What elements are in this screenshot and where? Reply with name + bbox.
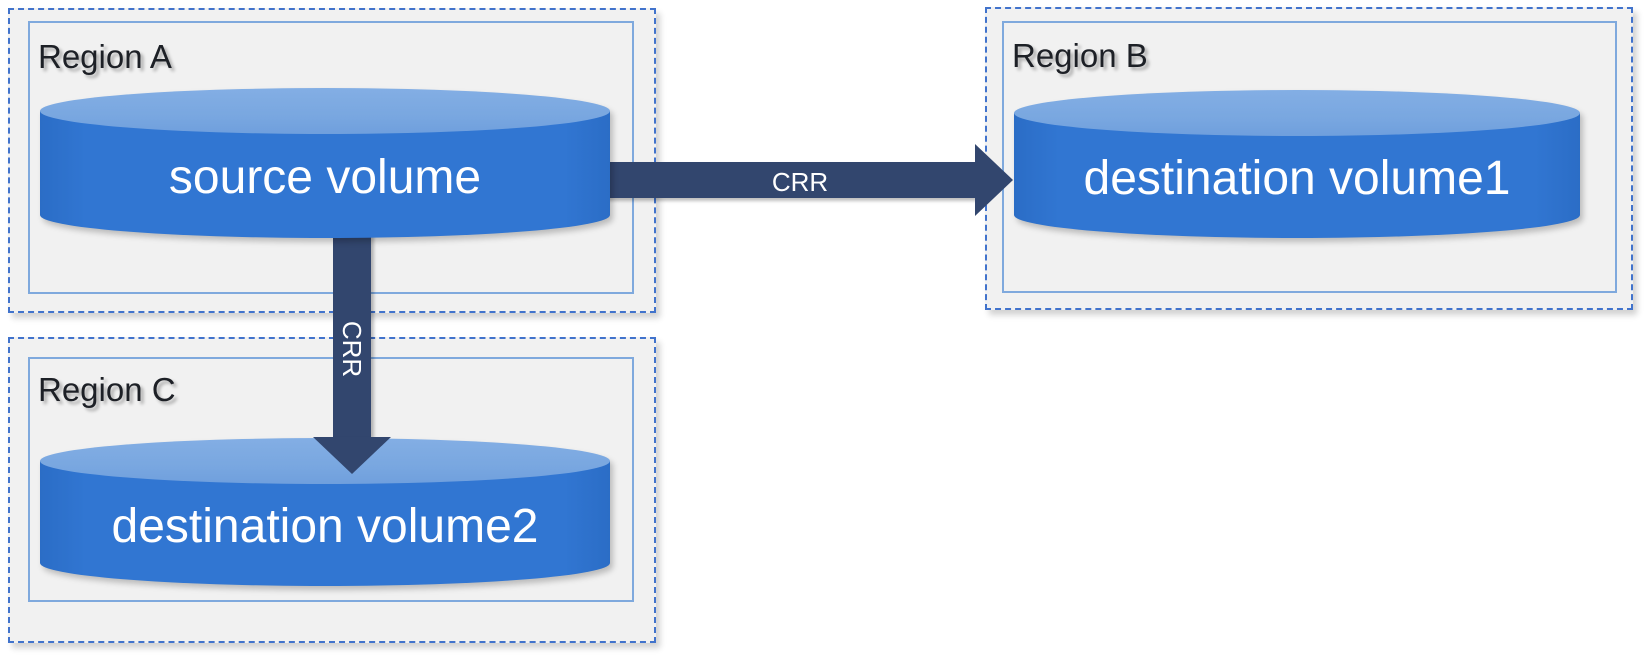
- region-a-label: Region A: [38, 38, 172, 75]
- crr-arrow-horizontal-label: CRR: [771, 167, 829, 197]
- crr-arrow-vertical-shaft: [333, 228, 371, 437]
- cylinder-top-ellipse: [1014, 90, 1580, 136]
- region-b-inner-border: [1002, 21, 1617, 293]
- region-c-inner-border: [28, 357, 634, 602]
- region-c-label: Region C: [38, 371, 176, 408]
- cylinder-top-ellipse: [40, 88, 610, 134]
- destination-volume1-label: destination volume1: [1083, 152, 1511, 205]
- destination-volume1-cylinder: destination volume1: [1014, 90, 1580, 238]
- crr-arrow-horizontal-shaft: [598, 162, 975, 198]
- region-a-inner-border: [28, 21, 634, 294]
- destination-volume2-cylinder: destination volume2: [40, 438, 610, 586]
- destination-volume2-label: destination volume2: [111, 500, 539, 553]
- crr-arrow-vertical-label: CRR: [337, 320, 367, 378]
- source-volume-cylinder: source volume: [40, 88, 610, 238]
- region-b-label: Region B: [1012, 37, 1148, 74]
- source-volume-label: source volume: [168, 151, 482, 204]
